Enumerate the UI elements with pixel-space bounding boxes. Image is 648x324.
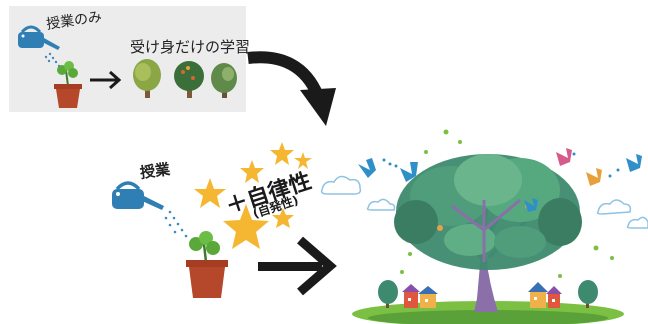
water-drops	[44, 52, 61, 68]
tree-icon	[133, 59, 161, 98]
tree-icon	[578, 280, 598, 308]
top-panel	[9, 6, 246, 112]
sprout-pot-icon	[54, 61, 82, 108]
arrow-icon	[258, 236, 337, 296]
watering-can-icon	[18, 25, 60, 50]
passive-learning-label: 受け身だけの学習	[130, 38, 251, 56]
star-icon	[194, 142, 312, 249]
bird-icon	[400, 162, 418, 182]
bird-icon	[524, 198, 538, 212]
watering-can-icon	[112, 181, 164, 210]
bird-icon	[626, 154, 642, 172]
tree-icon	[211, 63, 237, 98]
bird-icon	[586, 168, 602, 186]
house-icon	[528, 282, 562, 308]
tree-icon	[174, 61, 204, 98]
sprout-pot-icon	[186, 231, 228, 298]
bird-icon	[556, 148, 572, 166]
cloud-icon	[626, 216, 648, 229]
cloud-icon	[366, 198, 396, 211]
tree-icon	[394, 154, 582, 312]
class-label: 授業	[138, 159, 172, 182]
cloud-icon	[596, 199, 632, 215]
water-drops	[164, 210, 188, 238]
cloud-icon	[320, 175, 362, 195]
house-icon	[402, 284, 438, 308]
curved-arrow-icon	[247, 51, 336, 126]
decor-dots	[400, 129, 614, 278]
arrow-icon	[90, 70, 122, 90]
bird-icon	[358, 158, 376, 178]
decor-dots	[382, 152, 620, 178]
tree-icon	[378, 280, 398, 308]
